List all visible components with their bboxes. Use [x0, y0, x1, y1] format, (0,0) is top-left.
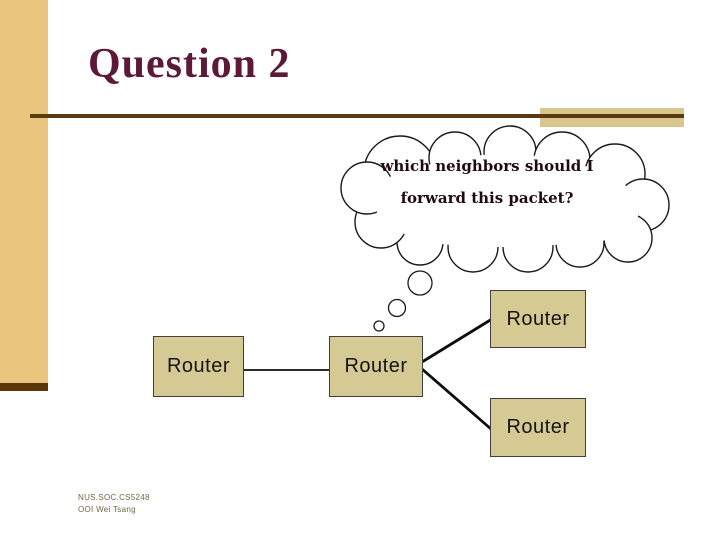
- router-label: Router: [344, 355, 408, 377]
- router-node-top-right: Router: [490, 290, 586, 348]
- router-label: Router: [506, 307, 570, 330]
- router-node-left: Router: [153, 336, 244, 397]
- router-label: Router: [166, 355, 231, 377]
- edge-center-to-top-right: [421, 317, 493, 364]
- left-accent-bar-cap: [0, 383, 48, 391]
- trail-bubble-small: [373, 320, 385, 332]
- thought-cloud-shape: [340, 125, 670, 273]
- footer-course-code: NUS.SOC.CS5248: [78, 493, 150, 502]
- edge-center-to-bottom-right: [421, 367, 492, 431]
- title-rule-line: [30, 114, 684, 118]
- router-node-center: Router: [329, 336, 423, 397]
- thought-cloud-line-1: which neighbors should I: [380, 157, 594, 175]
- connector-lines: [244, 317, 493, 431]
- thought-cloud-line-2: forward this packet?: [400, 189, 574, 207]
- trail-bubble-large: [407, 270, 433, 296]
- thought-cloud-interior: [367, 152, 643, 247]
- left-accent-bar: [0, 0, 48, 383]
- thought-bubble-trail: [373, 270, 433, 332]
- thought-cloud-text: which neighbors should I forward this pa…: [357, 150, 617, 214]
- slide-footer: NUS.SOC.CS5248 OOI Wei Tsang: [78, 492, 150, 516]
- page-title: Question 2: [88, 41, 291, 87]
- router-label: Router: [506, 416, 570, 438]
- router-node-bottom-right: Router: [490, 398, 586, 457]
- footer-author: OOI Wei Tsang: [78, 505, 136, 514]
- trail-bubble-medium: [387, 298, 407, 318]
